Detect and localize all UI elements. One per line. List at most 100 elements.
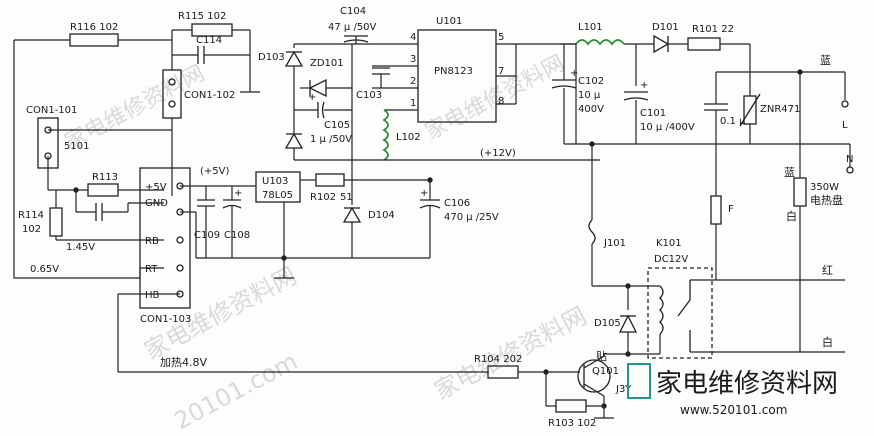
label-c101: C101 [640,108,666,119]
brand-logo-mark [627,363,651,399]
label-d103: D103 [258,52,285,63]
wire-color-blue-1: 蓝 [820,54,831,67]
label-d105: D105 [594,318,621,329]
inductor-l101 [575,39,625,46]
terminal-n [846,166,854,174]
label-j101: J101 [603,238,626,249]
diode-d101 [653,34,670,54]
connector-pin [168,78,176,86]
wire-color-red: 红 [822,264,833,277]
diode-d103 [284,50,304,67]
label-heater-name: 电热盘 [810,193,843,207]
junction-dot [589,141,595,147]
regulator-u103 [255,171,301,203]
capacitor-c106-plate [419,204,441,209]
transistor-collector [583,355,605,369]
label-78l05: 78L05 [262,190,293,201]
relay-coil [659,285,664,335]
label-1-45v: 1.45V [66,242,95,253]
wire-color-white-2: 白 [822,335,833,349]
label-heater-w: 350W [810,182,839,193]
label-c104-val: 47 μ /50V [328,22,377,33]
label-c101-val: 10 μ /400V [640,122,695,133]
label-c104: C104 [340,6,366,17]
terminal-l [841,100,849,108]
label-0-65v: 0.65V [30,264,59,275]
wire-color-blue-2: 蓝 [784,166,795,179]
label-c102: C102 [578,76,604,87]
label-c108: C108 [224,230,250,241]
capacitor-c101-plate [623,97,649,101]
wire-left-rail [13,40,140,279]
inductor-l102 [382,109,389,161]
label-r103: R103 102 [548,418,596,429]
diode-d104 [342,206,362,223]
label-c105-val: 1 μ /50V [310,134,352,145]
resistor-r116 [69,33,119,47]
jumper-j101 [588,219,596,245]
label-r113: R113 [92,172,118,183]
label-l102: L102 [396,132,421,143]
resistor-r101 [687,37,721,51]
label-plus5v: (+5V) [200,166,229,177]
junction-dot [601,403,607,409]
label-r115: R115 102 [178,11,226,22]
label-q101: Q101 [592,366,619,377]
brand-logo-text: 家电维修资料网 [656,369,838,399]
label-5101: 5101 [64,141,89,152]
pin-8: 8 [498,96,504,107]
capacitor-c105-plate [321,101,325,119]
capacitor-c102-plate [551,85,577,89]
label-c105: C105 [324,120,350,131]
label-c106: C106 [444,198,470,209]
pin-2: 2 [410,76,416,87]
connector-pin [168,100,176,108]
label-j3y: J3Y [615,384,632,395]
pin-label-rt: RT [145,264,158,275]
pin-4: 4 [410,32,416,43]
diode [284,132,304,149]
capacitor-c108-plate [222,204,242,209]
fuse [710,195,722,225]
label-k101: K101 [656,238,682,249]
label-r116: R116 102 [70,22,118,33]
label-con1-101: CON1-101 [26,105,77,116]
label-r101: R101 22 [692,24,734,35]
pin-5: 5 [498,32,504,43]
label-c106-val: 470 μ /25V [444,212,499,223]
label-r114: R114 [18,210,44,221]
connector-pin [176,264,184,272]
c106-plus: + [420,188,428,199]
pin-label-5v: +5V [145,182,167,193]
label-terminal-l: L [842,120,848,131]
pin-label-gnd: GND [145,198,168,209]
label-plus12v: (+12V) [480,148,516,159]
varistor-slash [739,93,761,127]
label-r114-val: 102 [22,224,41,235]
brand-logo: 家电维修资料网 www.520101.com [627,363,838,417]
relay-k101 [647,267,713,359]
pin-label-hb: HB [145,290,160,301]
resistor-r103 [555,399,587,413]
label-con1-102: CON1-102 [184,90,235,101]
label-r104: R104 202 [474,354,522,365]
label-zd101: ZD101 [310,58,344,69]
label-u103: U103 [262,176,288,187]
c102-plus: + [570,68,578,79]
label-u101: U101 [436,16,462,27]
label-d101: D101 [652,22,679,33]
label-d104: D104 [368,210,395,221]
label-c114: C114 [196,35,222,46]
transistor-emitter [583,383,605,397]
label-znr471: ZNR471 [760,104,800,115]
label-k101-val: DC12V [654,254,688,265]
brand-logo-url: www.520101.com [680,403,787,417]
label-l101: L101 [578,22,603,33]
label-r102-val: 51 [340,192,353,203]
label-c102-v1: 10 μ [578,90,601,101]
resistor-r113 [87,183,119,197]
label-pn8123: PN8123 [434,66,473,77]
capacitor-c104-plate [343,39,369,43]
